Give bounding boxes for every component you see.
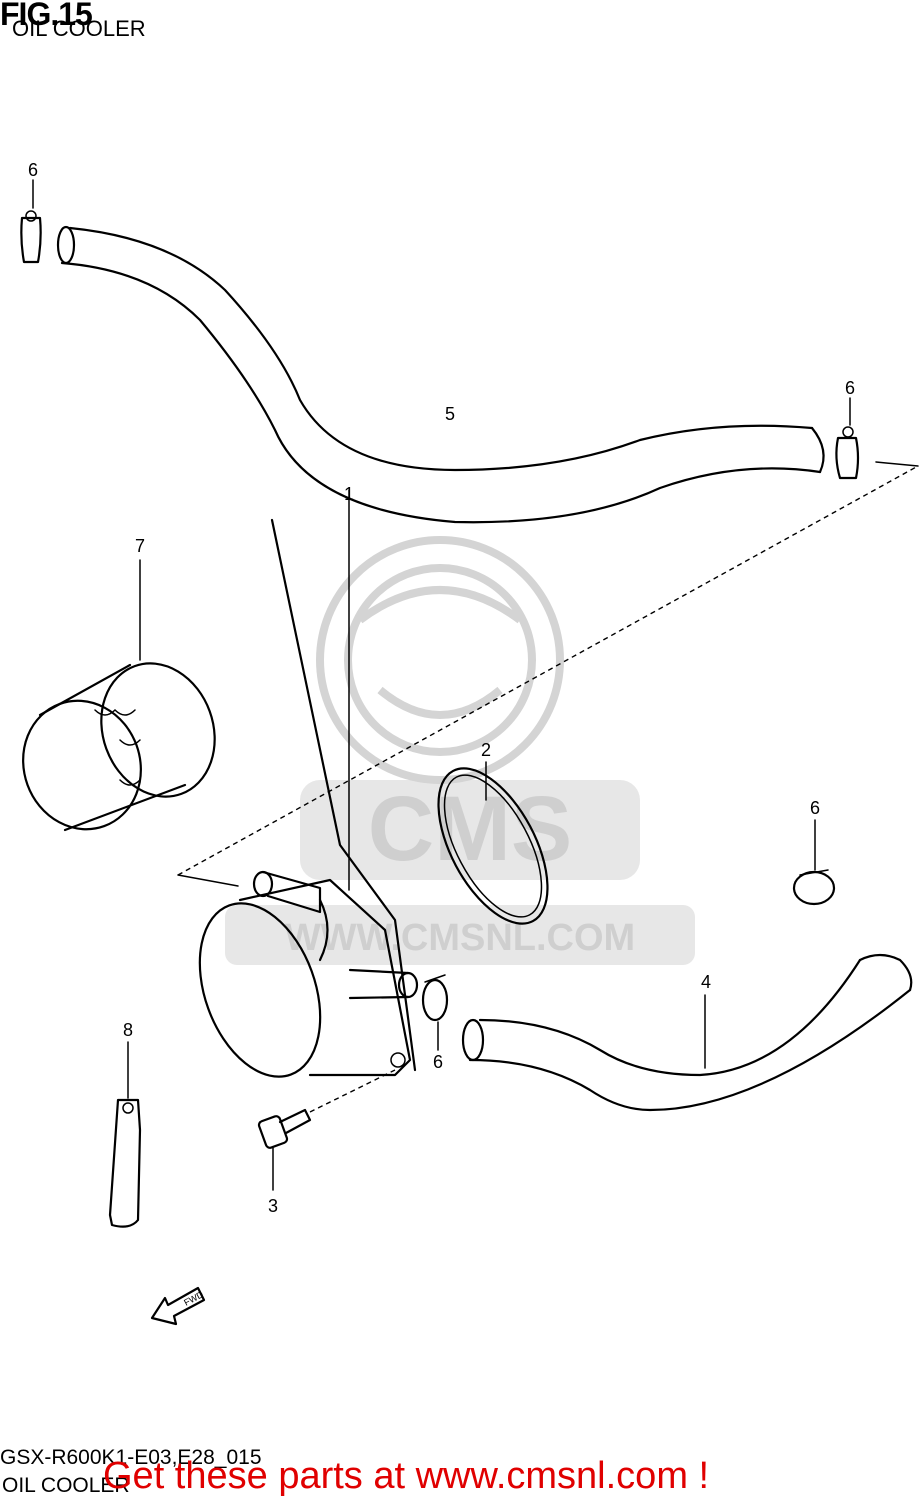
callout-3: 3	[268, 1196, 278, 1216]
o-ring	[437, 761, 549, 925]
bracket	[108, 1041, 142, 1228]
callout-6-upper-left: 6	[28, 160, 38, 180]
callout-6-lower-left: 6	[433, 1052, 443, 1072]
lower-hose	[461, 953, 913, 1112]
callout-5: 5	[445, 404, 455, 424]
bolt	[257, 1069, 396, 1191]
upper-hose	[56, 225, 825, 524]
callout-1: 1	[344, 484, 354, 504]
hose-clamp-lower-left	[421, 974, 449, 1051]
figure-title: FIG.15	[0, 0, 93, 32]
hose-clamp-lower-right	[792, 819, 836, 906]
watermark-url: WWW.CMSNL.COM	[285, 917, 635, 959]
callout-2: 2	[481, 740, 491, 760]
watermark-brand: CMS	[368, 778, 572, 880]
callout-4: 4	[701, 972, 711, 992]
footer-section-name: OIL COOLER	[2, 1474, 130, 1497]
oil-cooler-body	[198, 489, 419, 1078]
callout-6-upper-right: 6	[845, 378, 855, 398]
figure-subtitle: OIL COOLER	[12, 16, 146, 41]
hose-clamp-upper-left	[20, 179, 42, 264]
callout-8: 8	[123, 1020, 133, 1040]
footer-model-code: GSX-R600K1-E03,E28_015	[0, 1446, 262, 1469]
promo-link[interactable]: Get these parts at www.cmsnl.com !	[103, 1455, 710, 1497]
fwd-direction-arrow: FWD	[150, 1286, 205, 1326]
callout-6-lower-right: 6	[810, 798, 820, 818]
oil-filter	[22, 559, 216, 832]
callout-7: 7	[135, 536, 145, 556]
hose-clamp-upper-right	[835, 397, 860, 480]
cms-watermark: CMS WWW.CMSNL.COM	[225, 536, 695, 965]
